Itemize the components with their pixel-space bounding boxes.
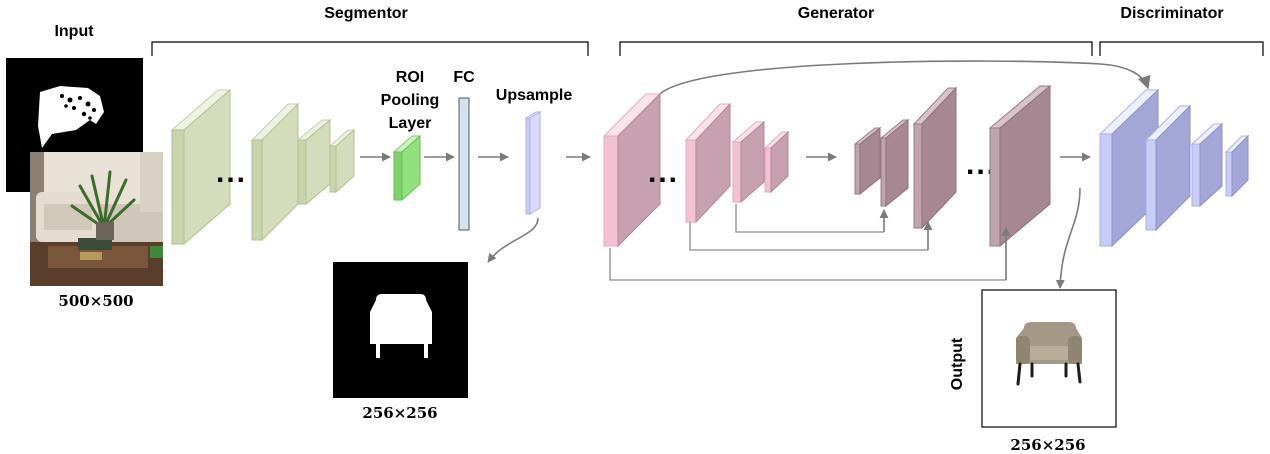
output-label: Output bbox=[949, 337, 966, 390]
segmentor-ellipsis: ... bbox=[216, 156, 247, 189]
upsample-label: Upsample bbox=[496, 87, 573, 104]
roi-pooling-layer bbox=[392, 134, 422, 202]
skip-connection-3 bbox=[735, 204, 884, 233]
generator-decoder-layer-3 bbox=[912, 86, 958, 230]
skip-connection-1 bbox=[609, 248, 1006, 281]
segmentor-layer-2 bbox=[250, 102, 300, 242]
fc-label: FC bbox=[453, 69, 475, 86]
generator-encoder-layer-3 bbox=[731, 120, 766, 204]
discriminator-layer-4 bbox=[1224, 134, 1250, 198]
generator-encoder-layer-2 bbox=[684, 102, 732, 224]
segmentor-layer-3 bbox=[296, 118, 332, 206]
generator-decoder-layer-4 bbox=[988, 84, 1052, 248]
output-chair-image bbox=[981, 289, 1117, 428]
generator-title: Generator bbox=[798, 5, 874, 22]
mask-size-label: 256×256 bbox=[362, 404, 437, 422]
upsample-layer bbox=[524, 111, 542, 215]
input-title: Input bbox=[54, 23, 94, 40]
skip-connection-2 bbox=[689, 222, 928, 251]
segmentation-mask-image bbox=[333, 262, 468, 398]
discriminator-title: Discriminator bbox=[1120, 5, 1223, 22]
arrow-to-output bbox=[1055, 187, 1081, 289]
input-room-photo bbox=[30, 152, 163, 286]
generator-bracket bbox=[619, 41, 1093, 56]
output-size-label: 256×256 bbox=[1010, 436, 1085, 454]
skip-to-discriminator bbox=[657, 60, 1151, 97]
discriminator-layer-2 bbox=[1144, 104, 1192, 232]
fc-layer bbox=[458, 97, 470, 231]
segmentor-title: Segmentor bbox=[324, 5, 408, 22]
roi-label-line2: Pooling bbox=[381, 92, 440, 109]
segmentor-layer-1 bbox=[170, 88, 232, 246]
generator-encoder-layer-4 bbox=[763, 130, 790, 194]
roi-label-line3: Layer bbox=[389, 115, 432, 132]
discriminator-bracket bbox=[1099, 41, 1264, 56]
input-size-label: 500×500 bbox=[58, 292, 133, 310]
arrow-to-mask bbox=[487, 217, 539, 263]
generator-decoder-layer-1 bbox=[853, 126, 882, 196]
generator-ellipsis-1: ... bbox=[648, 156, 679, 189]
segmentor-bracket bbox=[151, 41, 589, 56]
generator-decoder-layer-2 bbox=[879, 118, 910, 208]
roi-label-line1: ROI bbox=[396, 69, 424, 86]
discriminator-layer-3 bbox=[1190, 122, 1224, 208]
segmentor-layer-4 bbox=[328, 128, 356, 194]
generator-encoder-layer-1 bbox=[602, 92, 662, 248]
